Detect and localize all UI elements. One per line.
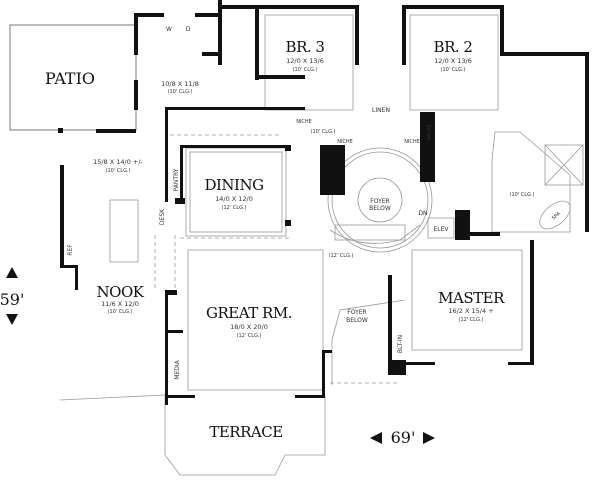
- dining-label: DINING: [204, 176, 263, 194]
- arrow-right-icon: [423, 432, 435, 444]
- laundry-dims: 10/8 X 11/8: [161, 80, 199, 88]
- br2-ceiling: (10' CLG.): [441, 67, 466, 73]
- kitchen-dims: 15/8 X 14/0 +/-: [93, 158, 143, 166]
- dashed-lines: [154, 134, 400, 384]
- arrow-left-icon: [370, 432, 382, 444]
- master-dims: 16/2 X 15/4 +: [448, 307, 493, 315]
- great-room-label: GREAT RM.: [206, 304, 292, 322]
- niche-label: NICHE: [296, 119, 312, 125]
- nook-label: NOOK: [97, 283, 145, 301]
- stair-down-label: DN: [418, 210, 427, 217]
- br2-dims: 12/0 X 13/6: [434, 57, 472, 65]
- master-bath-ceiling: (10' CLG.): [510, 192, 535, 198]
- foyer-below-stair-2: BELOW: [369, 205, 391, 212]
- br3-label: BR. 3: [286, 38, 325, 56]
- master-ceiling: (12' CLG.): [459, 317, 484, 323]
- niche-label: NICHE: [337, 139, 353, 145]
- elevator-label: ELEV: [433, 226, 449, 233]
- foyer-label-1: FOYER: [347, 309, 366, 316]
- center-ceiling: (12' CLG.): [329, 253, 354, 259]
- br3-ceiling: (10' CLG.): [293, 67, 318, 73]
- width-dimension: 69': [391, 428, 416, 447]
- terrace-label: TERRACE: [209, 423, 282, 441]
- dryer-label: D: [186, 26, 191, 33]
- br3-dims: 12/0 X 13/6: [286, 57, 324, 65]
- pantry-label: PANTRY: [173, 168, 180, 191]
- built-in-label: BLT-IN: [397, 335, 404, 353]
- ref-label: REF: [67, 244, 74, 256]
- media-label: MEDIA: [174, 359, 181, 379]
- desk-label: DESK: [159, 208, 166, 225]
- kitchen-ceiling: (10' CLG.): [106, 168, 131, 174]
- niche-label: NICHE: [404, 139, 420, 145]
- niche-label: NICHE: [427, 124, 433, 140]
- great-room-dims: 18/0 X 20/0: [230, 323, 268, 331]
- master-label: MASTER: [438, 289, 505, 307]
- arrow-down-icon: [6, 314, 18, 325]
- linen-label: LINEN: [372, 107, 390, 114]
- washer-label: W: [166, 26, 172, 33]
- dining-ceiling: (12' CLG.): [222, 205, 247, 211]
- spa-label: SPA: [551, 211, 562, 222]
- spiral-stair: [327, 147, 433, 253]
- thin-lines: [59, 14, 584, 476]
- hall-ceiling: (10' CLG.): [311, 129, 336, 135]
- arrow-up-icon: [6, 267, 18, 278]
- nook-ceiling: (10' CLG.): [108, 309, 133, 315]
- depth-dimension: 59': [0, 290, 24, 309]
- laundry-ceiling: (10' CLG.): [168, 89, 193, 95]
- foyer-label-2: BELOW: [346, 317, 368, 324]
- great-room-ceiling: (12' CLG.): [237, 333, 262, 339]
- patio-outline: [9, 24, 137, 131]
- patio-label: PATIO: [45, 69, 95, 88]
- foyer-below-stair-1: FOYER: [370, 198, 389, 205]
- br2-label: BR. 2: [434, 38, 473, 56]
- walls: [58, 0, 589, 405]
- nook-dims: 11/6 X 12/0: [101, 300, 139, 308]
- dining-dims: 14/0 X 12/0: [215, 195, 253, 203]
